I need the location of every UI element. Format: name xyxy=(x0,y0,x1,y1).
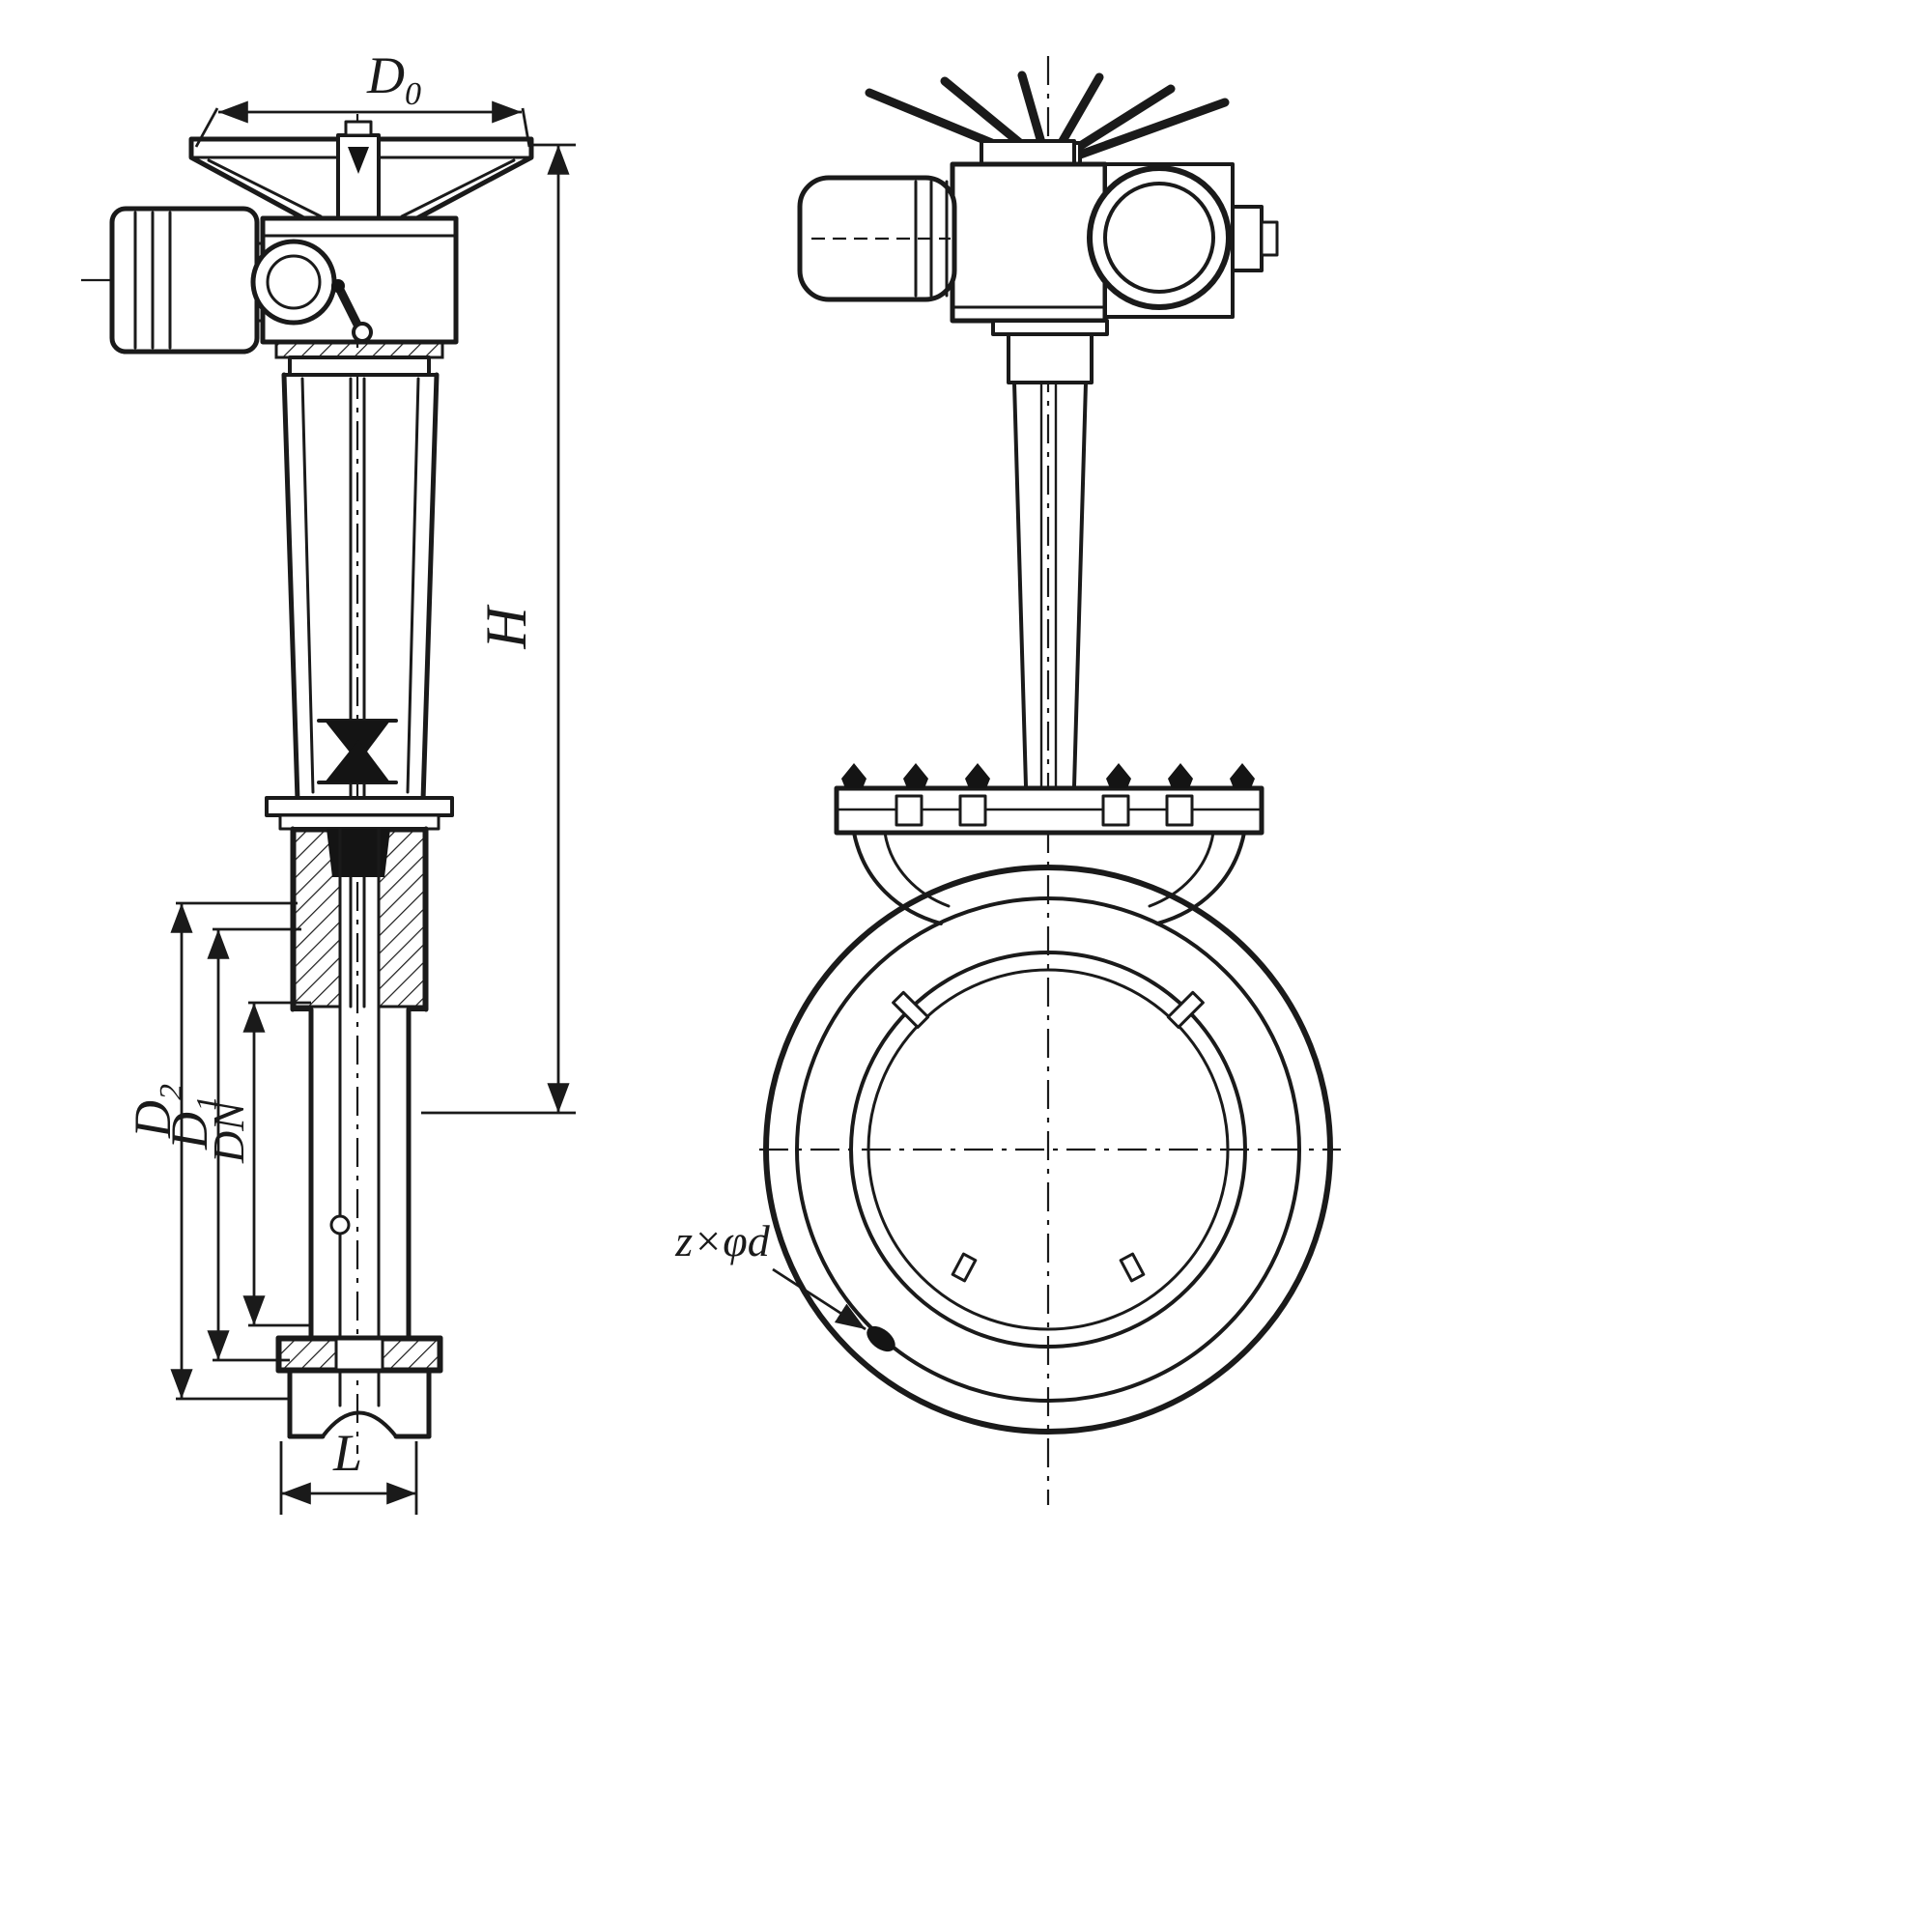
dim-l: L xyxy=(279,1424,418,1515)
actuator-gearbox-side xyxy=(250,215,459,345)
actuator-front xyxy=(797,139,1279,384)
lower-body-section xyxy=(308,827,412,1341)
bolt-hole-mark xyxy=(867,1325,895,1352)
body-bore-ring xyxy=(849,951,1247,1349)
body-shoulders xyxy=(852,831,1246,925)
actuator-motor-side xyxy=(109,206,270,355)
stem-nut xyxy=(317,719,398,784)
dim-h: H xyxy=(421,143,576,1115)
handwheel-side xyxy=(188,120,534,226)
bonnet-flange-front xyxy=(834,763,1264,836)
dimension-annotations: D0 H D2 D1 DN xyxy=(124,46,867,1515)
bolt-note-label: z×φd xyxy=(674,1216,770,1265)
dim-label-l: L xyxy=(332,1424,362,1482)
stem-tip-arrow xyxy=(348,147,369,174)
dim-d0: D0 xyxy=(194,46,531,148)
yoke-front xyxy=(1012,381,1088,788)
dim-label-h: H xyxy=(474,604,538,650)
gate-pin xyxy=(329,1214,351,1236)
side-section-view xyxy=(81,114,534,1454)
packing-gland xyxy=(327,829,390,877)
dim-label-d2: D2 xyxy=(124,1084,189,1139)
yoke-base-flange xyxy=(265,796,454,831)
bonnet-section xyxy=(290,826,429,1012)
dim-d2: D2 xyxy=(124,901,298,1401)
dim-label-d1: D1 xyxy=(160,1095,226,1151)
handwheel-drive-housing xyxy=(1087,165,1232,310)
bottom-flange-foot xyxy=(275,1335,443,1439)
valve-body-front xyxy=(763,865,1333,1435)
gate-guide-marks xyxy=(892,990,1205,1283)
dim-label-dn: DN xyxy=(204,1099,253,1164)
yoke-side xyxy=(281,372,440,1009)
body-outer-flange xyxy=(763,865,1333,1435)
hand-lever xyxy=(333,281,364,333)
actuator-bracket xyxy=(991,319,1109,336)
annotation-bolt-holes: z×φd xyxy=(674,1216,867,1331)
gearbox-port xyxy=(250,239,337,326)
dim-dn: DN xyxy=(204,1001,311,1327)
dim-label-d0: D0 xyxy=(366,46,421,112)
dim-d1: D1 xyxy=(160,927,301,1362)
actuator-mount-flange xyxy=(274,340,444,377)
bonnet-bolts xyxy=(841,763,1255,788)
front-view xyxy=(759,56,1341,1505)
